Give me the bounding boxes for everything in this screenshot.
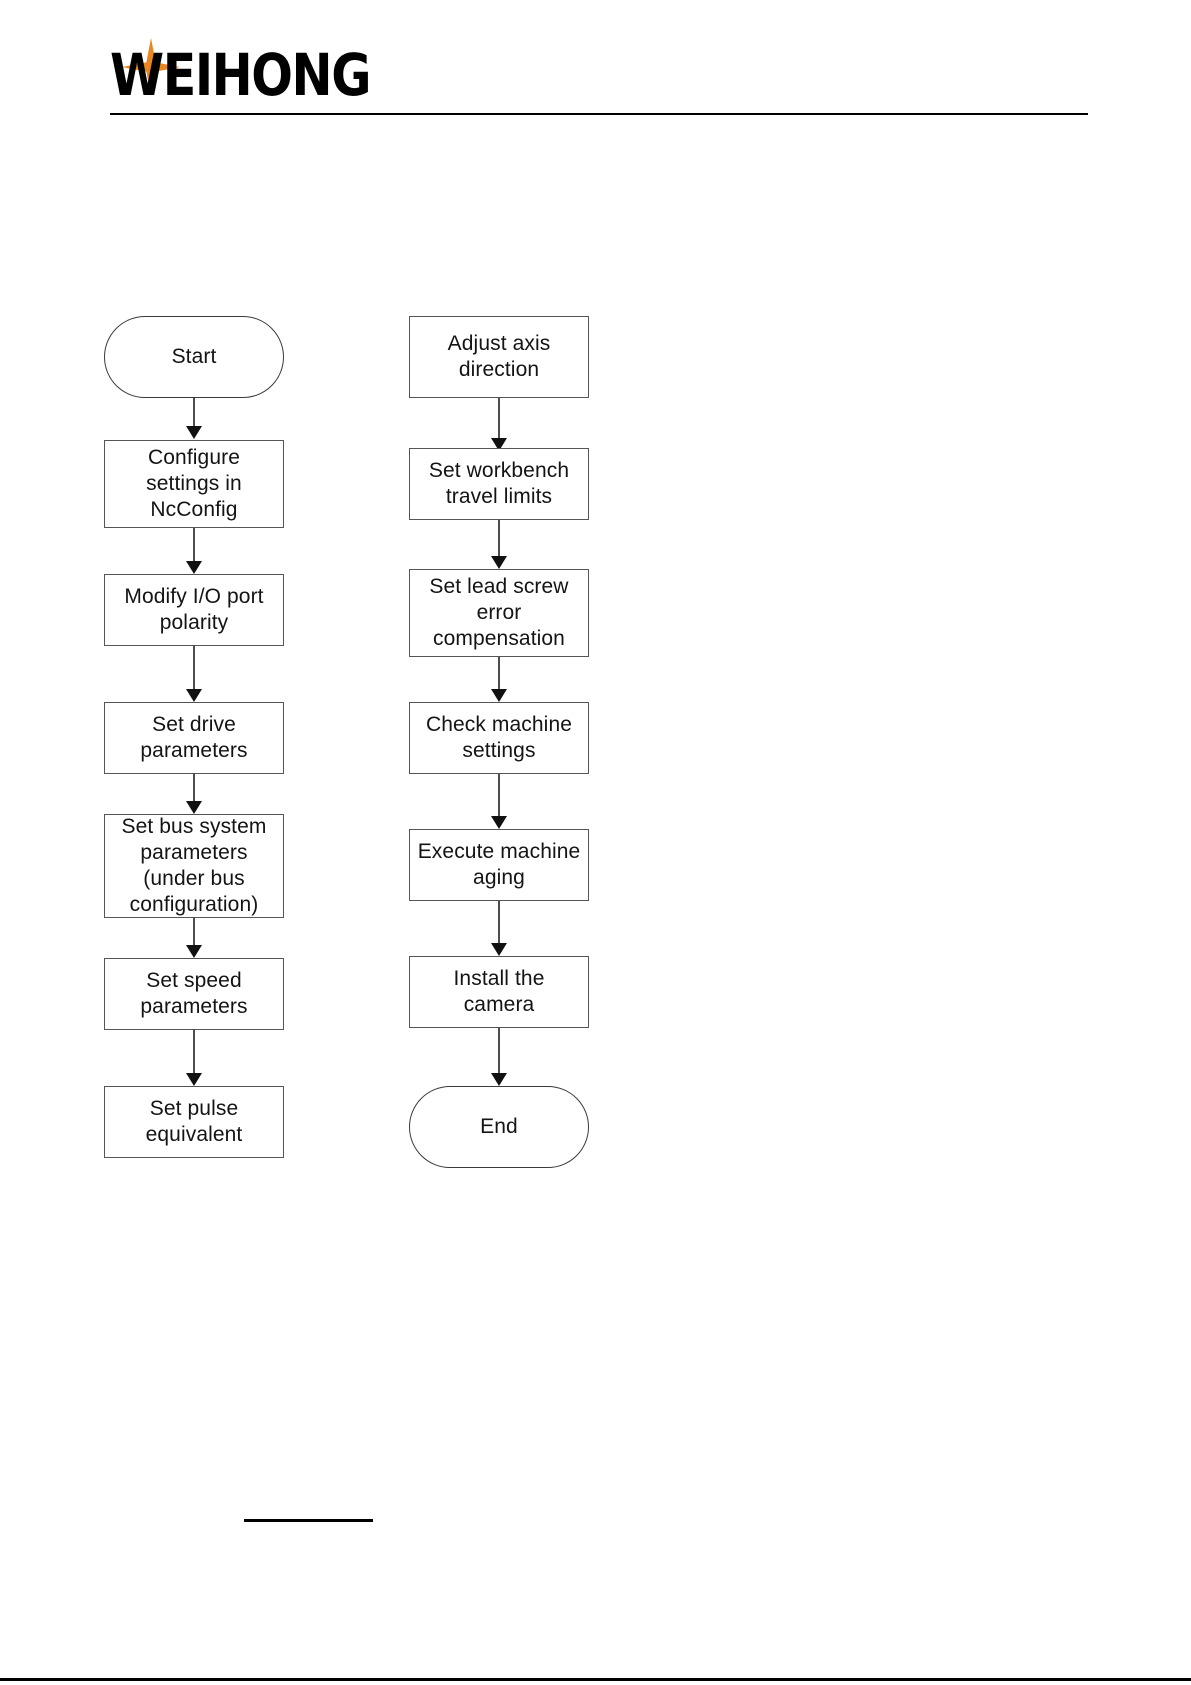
footnote-separator — [244, 1519, 373, 1522]
arrowhead-aging-to-install-camera — [491, 943, 507, 956]
connector-modify-io-to-set-drive — [193, 646, 195, 695]
arrowhead-set-drive-to-bus-system — [186, 801, 202, 814]
flow-node-set-speed-parameters: Set speed parameters — [104, 958, 284, 1030]
arrowhead-modify-io-to-set-drive — [186, 689, 202, 702]
connector-configure-to-modify-io — [193, 528, 195, 566]
weihong-logo: WEIHONG — [110, 38, 371, 109]
flow-node-install-the-camera: Install the camera — [409, 956, 589, 1028]
connector-axis-to-workbench — [498, 398, 500, 444]
arrowhead-install-camera-to-end — [491, 1073, 507, 1086]
connector-bus-system-to-speed — [193, 918, 195, 950]
connector-lead-screw-to-check-machine — [498, 657, 500, 695]
arrowhead-start-to-configure — [186, 426, 202, 439]
flow-node-start: Start — [104, 316, 284, 398]
arrowhead-workbench-to-lead-screw — [491, 556, 507, 569]
flow-node-modify-io-polarity: Modify I/O port polarity — [104, 574, 284, 646]
flow-node-check-machine-settings: Check machine settings — [409, 702, 589, 774]
connector-set-drive-to-bus-system — [193, 774, 195, 806]
connector-check-machine-to-aging — [498, 774, 500, 821]
arrowhead-axis-to-workbench — [491, 438, 507, 451]
connector-workbench-to-lead-screw — [498, 520, 500, 561]
arrowhead-configure-to-modify-io — [186, 561, 202, 574]
flow-node-set-lead-screw-error-compensation: Set lead screw error compensation — [409, 569, 589, 657]
page-header: WEIHONG — [0, 0, 1191, 125]
page-footer-divider — [0, 1678, 1191, 1681]
four-pointed-star-icon — [122, 38, 180, 96]
connector-start-to-configure — [193, 398, 195, 431]
arrowhead-lead-screw-to-check-machine — [491, 689, 507, 702]
flow-node-set-pulse-equivalent: Set pulse equivalent — [104, 1086, 284, 1158]
flow-node-end: End — [409, 1086, 589, 1168]
flow-node-set-bus-system-parameters: Set bus system parameters (under bus con… — [104, 814, 284, 918]
connector-aging-to-install-camera — [498, 901, 500, 948]
flow-node-set-workbench-travel-limits: Set workbench travel limits — [409, 448, 589, 520]
header-divider — [110, 113, 1088, 115]
arrowhead-speed-to-pulse — [186, 1073, 202, 1086]
arrowhead-bus-system-to-speed — [186, 945, 202, 958]
connector-install-camera-to-end — [498, 1028, 500, 1078]
logo-wordmark: WEIHONG — [110, 41, 371, 109]
flow-node-configure-ncconfig: Configure settings in NcConfig — [104, 440, 284, 528]
flow-node-set-drive-parameters: Set drive parameters — [104, 702, 284, 774]
flow-node-execute-machine-aging: Execute machine aging — [409, 829, 589, 901]
connector-speed-to-pulse — [193, 1030, 195, 1079]
flow-node-adjust-axis-direction: Adjust axis direction — [409, 316, 589, 398]
arrowhead-check-machine-to-aging — [491, 816, 507, 829]
